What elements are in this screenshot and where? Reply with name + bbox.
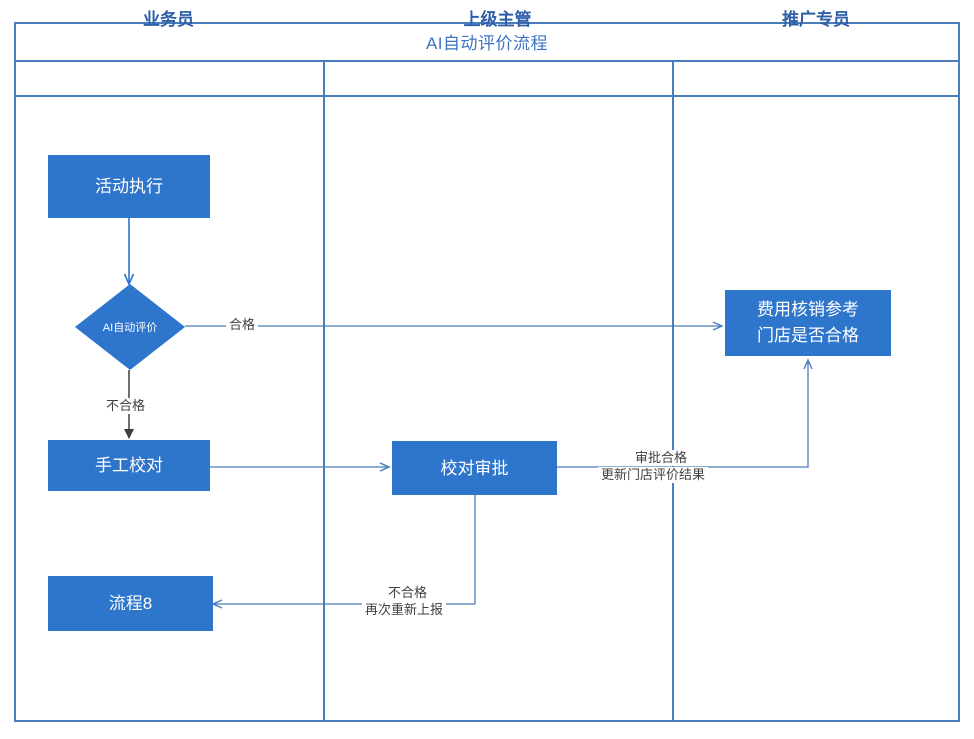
edge-label-approved-line2: 更新门店评价结果 — [598, 467, 709, 483]
lane-header-manager: 上级主管 — [323, 0, 672, 35]
node-activity-label: 活动执行 — [95, 177, 163, 196]
node-reimburse-label-line1: 费用核销参考 — [757, 300, 859, 319]
node-process8[interactable]: 流程8 — [48, 576, 213, 631]
node-manual-check-label: 手工校对 — [95, 456, 163, 475]
node-ai-eval-label: AI自动评价 — [102, 322, 158, 334]
node-reimburse-reference[interactable]: 费用核销参考 门店是否合格 — [725, 290, 891, 356]
node-ai-eval[interactable]: AI自动评价 — [75, 284, 185, 370]
lane-header-promoter: 推广专员 — [672, 0, 960, 35]
lane-header-sales-label: 业务员 — [143, 10, 194, 29]
lane-divider-2 — [672, 62, 674, 722]
node-approval[interactable]: 校对审批 — [392, 441, 557, 495]
node-reimburse-label-line2: 门店是否合格 — [757, 326, 859, 345]
node-manual-check[interactable]: 手工校对 — [48, 440, 210, 491]
edge-label-fail: 不合格 — [103, 398, 149, 414]
lane-header-sales: 业务员 — [14, 0, 323, 35]
lane-header-promoter-label: 推广专员 — [782, 10, 850, 29]
lane-header-manager-label: 上级主管 — [463, 10, 532, 29]
edge-label-approved-line1: 审批合格 — [632, 450, 691, 466]
edge-label-rejected-line2: 再次重新上报 — [362, 602, 447, 618]
diagram-title: AI自动评价流程 — [425, 33, 549, 53]
edge-label-pass: 合格 — [226, 317, 259, 333]
lane-divider-1 — [323, 62, 325, 722]
lane-header-row — [14, 62, 960, 97]
diagram-title-bar: AI自动评价流程 — [14, 22, 960, 62]
node-approval-label: 校对审批 — [440, 458, 509, 478]
node-process8-label: 流程8 — [108, 594, 153, 613]
edge-label-rejected-line1: 不合格 — [385, 585, 431, 601]
node-activity[interactable]: 活动执行 — [48, 155, 210, 218]
